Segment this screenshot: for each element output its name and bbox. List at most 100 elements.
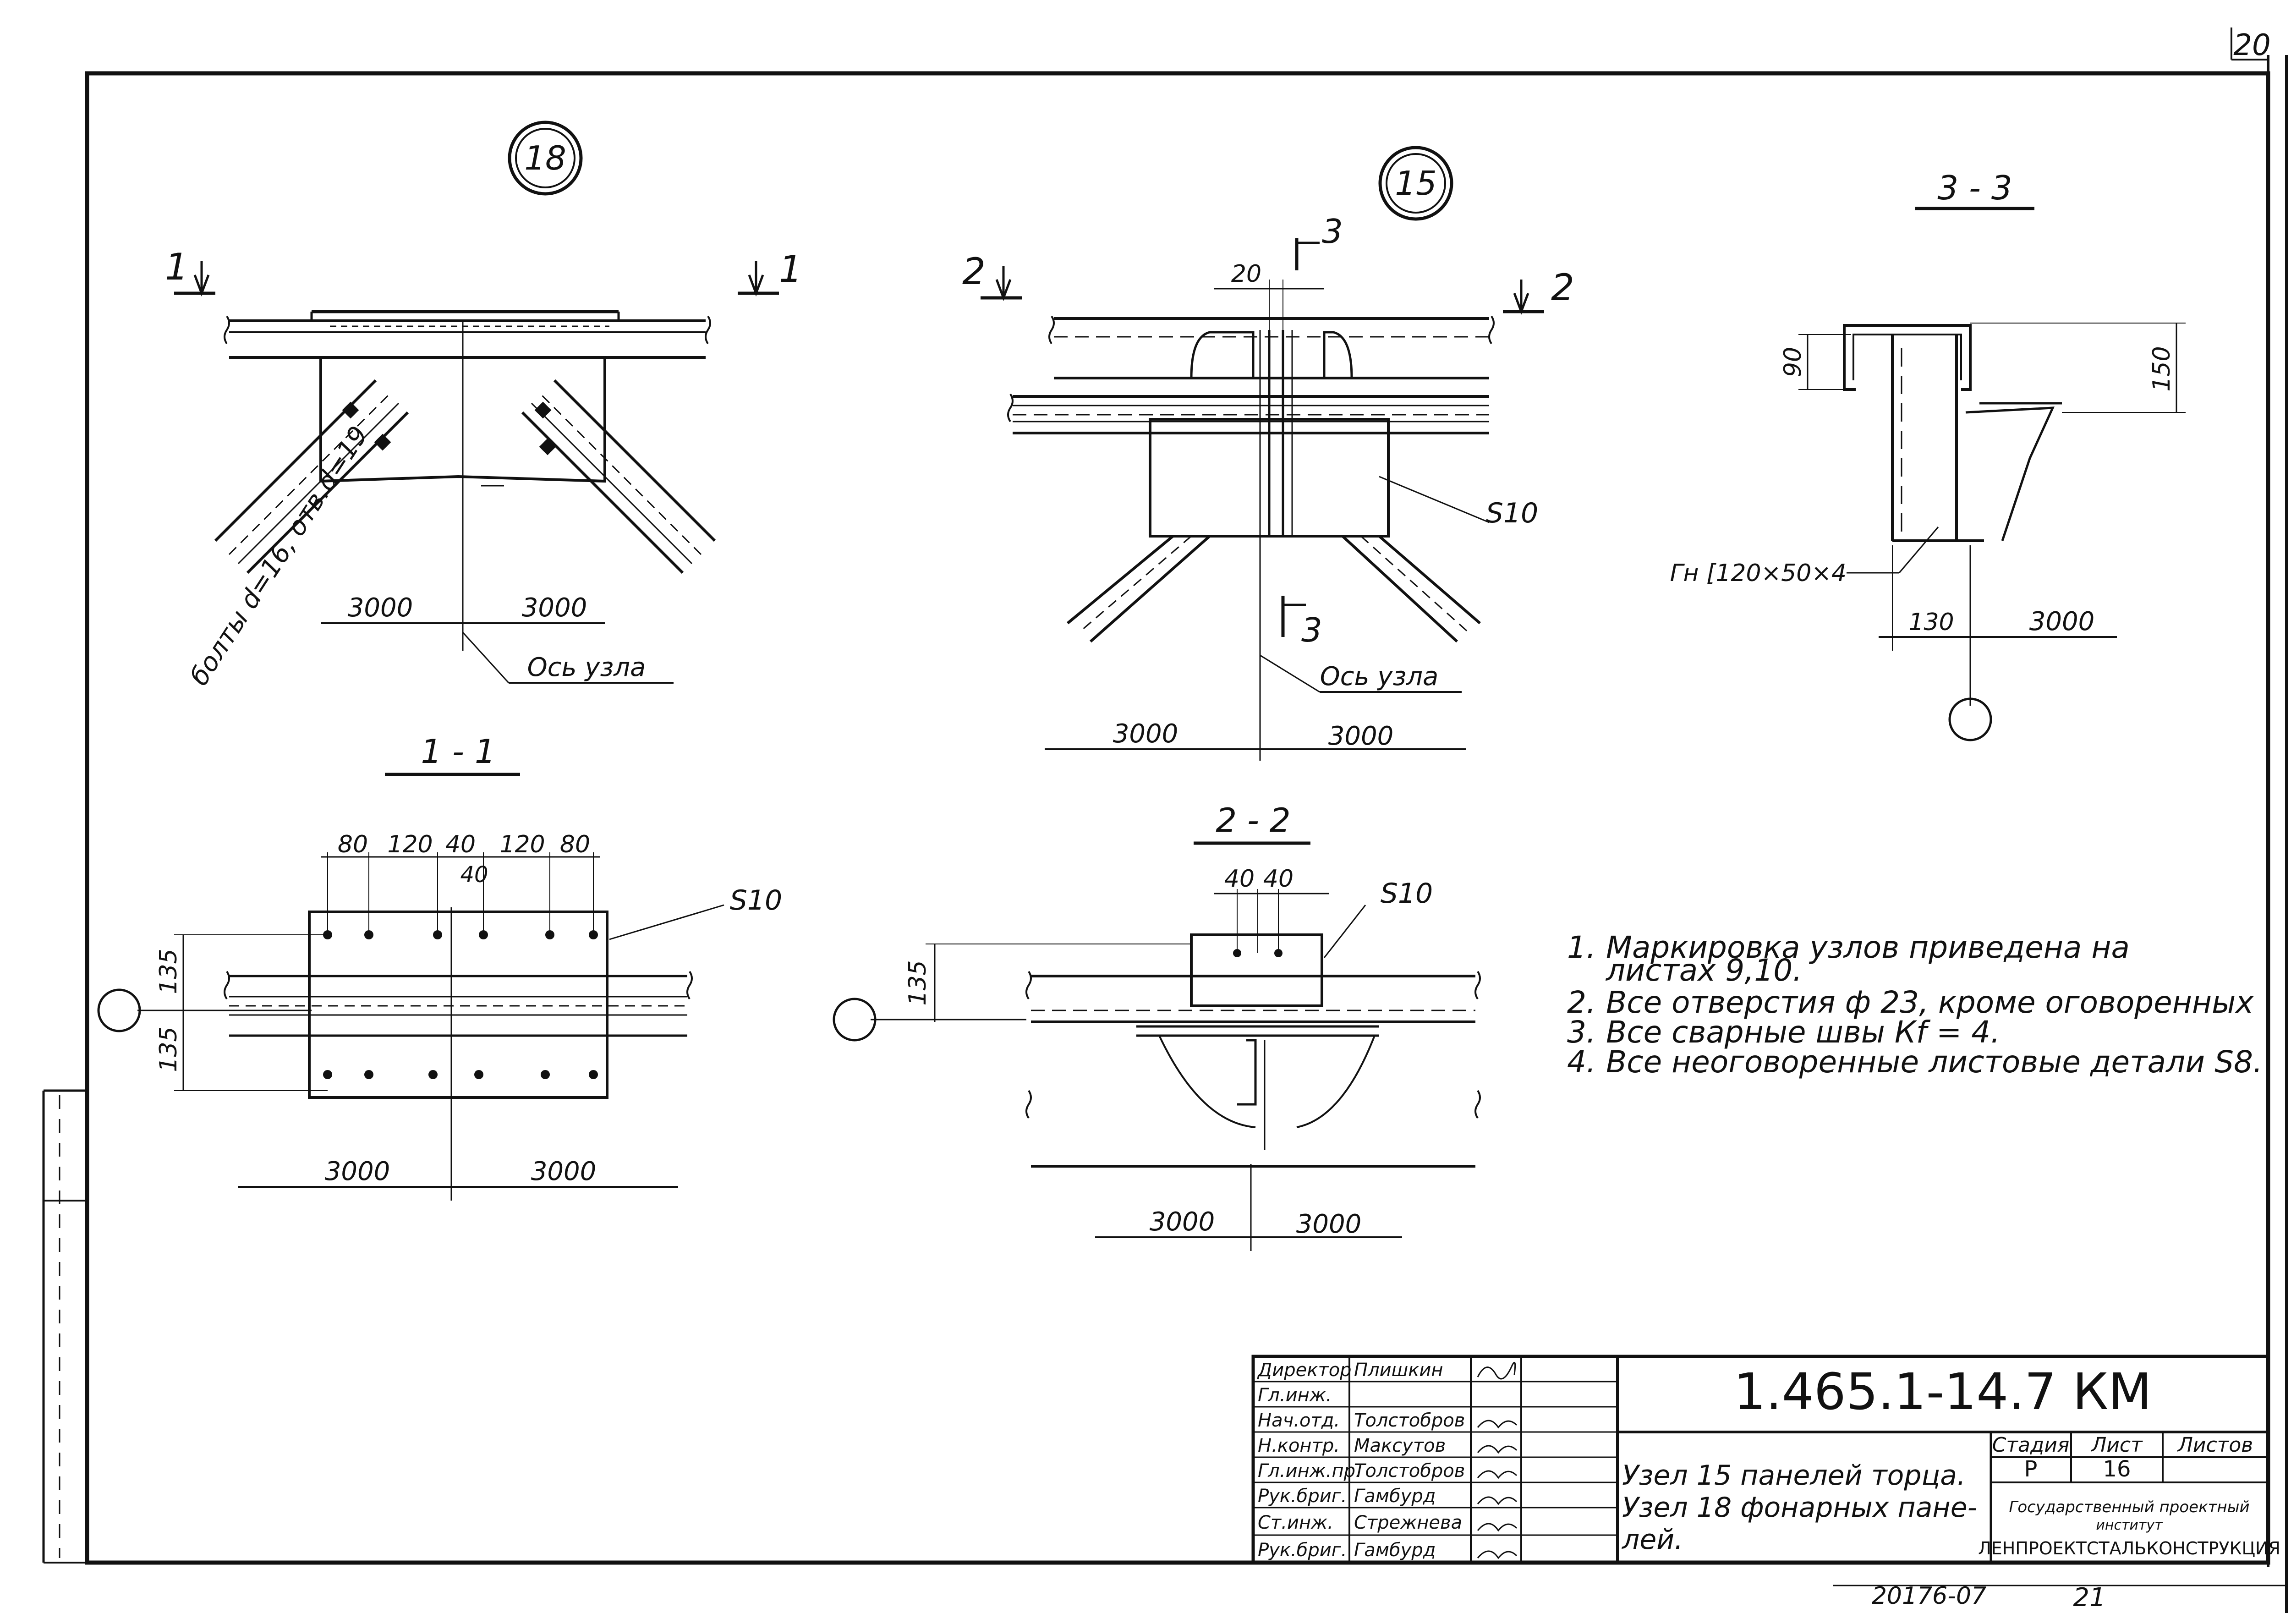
section-1-1-title: 1 - 1 xyxy=(421,732,495,771)
node-18-left-diagonal xyxy=(214,379,409,574)
section-3-3-dim-bottom-left: 130 xyxy=(1908,609,1954,636)
node-15-dim-left: 3000 xyxy=(1113,719,1178,749)
section-1-1-view: 1 - 1 xyxy=(97,732,782,1201)
node-15-vertical xyxy=(1259,330,1293,536)
section-3-3-dims: 90 150 Гн [120×50×4 130 3000 xyxy=(1670,323,2186,741)
note-2-text: Все отверстия ф 23, кроме оговоренных xyxy=(1606,985,2254,1020)
organization-line-2: институт xyxy=(2096,1517,2163,1533)
cut-mark-2-left-label: 2 xyxy=(962,250,986,293)
signature-row: Ст.инж. Стрежнева xyxy=(1258,1512,1462,1533)
node-15-dim-top: 20 xyxy=(1231,260,1261,288)
section-1-1-member xyxy=(224,971,693,1037)
section-1-1-dim-3: 40 xyxy=(445,831,476,858)
note-4-text: Все неоговоренные листовые детали S8. xyxy=(1606,1044,2263,1080)
signature-name: Толстобров xyxy=(1354,1460,1465,1481)
note-4-num: 4. xyxy=(1567,1044,1596,1080)
section-3-3-profile xyxy=(1843,324,2062,542)
document-code: 1.465.1-14.7 КМ xyxy=(1734,1362,2152,1421)
node-15-marker: 15 xyxy=(1378,146,1453,221)
section-2-2-bottom-dims: 3000 3000 xyxy=(1095,1164,1402,1251)
title-block: Директор Плишкин Гл.инж. Нач.отд. Толсто… xyxy=(1251,1355,2280,1564)
node-15-gusset-plate xyxy=(1149,418,1390,538)
sheet-header: Лист xyxy=(2090,1433,2143,1457)
section-1-1-bolt-holes xyxy=(323,930,598,1079)
signature-row: Директор Плишкин xyxy=(1257,1360,1443,1381)
section-2-2-plate-label: S10 xyxy=(1381,878,1433,910)
section-1-1-plate xyxy=(308,911,608,1099)
node-18-view: 18 1 1 xyxy=(165,121,802,691)
section-mark-3-bottom-label: 3 xyxy=(1301,611,1322,649)
signature-role: Рук.бриг. xyxy=(1258,1486,1347,1507)
organization-line-1: Государственный проектный xyxy=(2009,1498,2249,1516)
signature-role: Нач.отд. xyxy=(1258,1410,1340,1431)
drawing-description-line-2: Узел 18 фонарных пане- xyxy=(1622,1492,1977,1524)
signature-role: Н.контр. xyxy=(1258,1435,1340,1456)
note-1b-text: листах 9,10. xyxy=(1605,953,1802,988)
organization-name: ЛЕНПРОЕКТСТАЛЬКОНСТРУКЦИЯ xyxy=(1978,1538,2280,1558)
signature-role: Ст.инж. xyxy=(1258,1512,1333,1533)
signature-row: Рук.бриг. Гамбурд xyxy=(1258,1486,1436,1507)
cut-mark-1-left-label: 1 xyxy=(165,246,188,288)
section-2-2-top-dims: 40 40 xyxy=(1214,865,1329,953)
section-2-2-dim-left: 3000 xyxy=(1150,1207,1215,1237)
node-15-dim-20: 20 xyxy=(1214,260,1324,330)
section-2-2-view: 2 - 2 40 40 S10 xyxy=(833,801,1481,1251)
section-1-1-plate-label: S10 xyxy=(730,884,782,916)
cut-mark-1-left: 1 xyxy=(165,246,215,297)
section-mark-3-top: 3 xyxy=(1295,212,1343,270)
section-1-1-bottom-dims: 3000 3000 xyxy=(238,907,678,1201)
section-1-1-dim-2: 120 xyxy=(387,831,433,858)
section-3-3-view: 3 - 3 90 150 Гн [120×50×4 xyxy=(1670,169,2186,741)
sheets-header: Листов xyxy=(2177,1433,2253,1457)
signature-name: Гамбурд xyxy=(1354,1486,1436,1507)
node-18-dim-right: 3000 xyxy=(522,593,587,623)
cut-mark-2-right: 2 xyxy=(1503,266,1574,315)
section-1-1-dim-right: 3000 xyxy=(531,1157,597,1186)
node-18-marker-label: 18 xyxy=(524,139,566,177)
drawing-description-line-3: лей. xyxy=(1622,1524,1683,1556)
signature-role: Директор xyxy=(1257,1360,1352,1381)
note-1-num: 1. xyxy=(1567,930,1596,965)
archive-page: 21 xyxy=(2073,1583,2105,1613)
node-18-dim-left: 3000 xyxy=(348,593,413,623)
signature-name: Плишкин xyxy=(1354,1360,1443,1381)
section-1-1-dim-lower: 135 xyxy=(155,1026,182,1072)
signature-name: Толстобров xyxy=(1354,1410,1465,1431)
section-3-3-dim-right: 150 xyxy=(2148,346,2176,391)
node-15-diagonals xyxy=(1067,535,1481,643)
node-15-view: 15 2 2 3 3 20 xyxy=(962,146,1574,761)
section-1-1-dim-5: 80 xyxy=(560,831,590,858)
node-15-lower-chord xyxy=(1007,393,1489,434)
signature-row: Рук.бриг. Гамбурд xyxy=(1258,1540,1436,1561)
node-18-marker: 18 xyxy=(508,121,583,196)
node-18-bolts xyxy=(342,401,556,455)
general-notes: 1. Маркировка узлов приведена на листах … xyxy=(1567,930,2263,1080)
section-2-2-channel xyxy=(1237,1039,1266,1150)
signature-name: Максутов xyxy=(1354,1435,1446,1456)
section-2-2-dim-2: 40 xyxy=(1263,865,1293,893)
node-18-top-chord xyxy=(224,310,711,359)
node-15-upper-member xyxy=(1048,315,1495,379)
section-2-2-dim-1: 40 xyxy=(1224,865,1255,893)
sheet-frame xyxy=(42,27,2288,1613)
node-18-bolts-note: болты d=16, отв.d=19 xyxy=(184,421,374,691)
section-3-3-dim-bottom-right: 3000 xyxy=(2029,607,2095,636)
node-18-right-diagonal xyxy=(521,379,716,574)
section-1-1-dim-4: 120 xyxy=(499,831,545,858)
node-15-dim-right: 3000 xyxy=(1328,721,1394,751)
note-3-num: 3. xyxy=(1567,1015,1596,1050)
signature-row: Нач.отд. Толстобров xyxy=(1258,1410,1465,1431)
node-15-axis-label: Ось узла xyxy=(1320,662,1439,691)
section-2-2-plate xyxy=(1190,933,1323,1007)
note-2-num: 2. xyxy=(1567,985,1596,1020)
section-2-2-side-dim: 135 xyxy=(833,944,1191,1042)
sheet-value: 16 xyxy=(2103,1456,2131,1482)
signature-row: Гл.инж.пр. Толстобров xyxy=(1258,1460,1465,1481)
signature-role: Гл.инж.пр. xyxy=(1258,1460,1361,1481)
node-15-marker-label: 15 xyxy=(1395,164,1437,203)
signature-name: Гамбурд xyxy=(1354,1540,1436,1561)
cut-mark-1-right-label: 1 xyxy=(779,248,802,291)
section-3-3-profile-label: Гн [120×50×4 xyxy=(1670,560,1847,587)
cut-mark-2-right-label: 2 xyxy=(1551,266,1574,309)
